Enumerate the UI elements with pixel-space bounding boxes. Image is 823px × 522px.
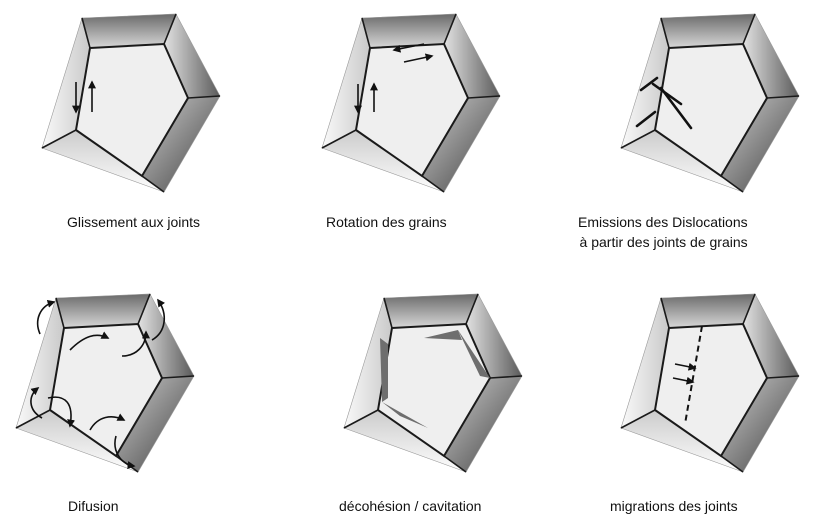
edge-top-left <box>660 17 670 49</box>
curved-arrow <box>30 386 43 419</box>
edge-top-left <box>660 297 670 329</box>
caption-glissement: Glissement aux joints <box>67 213 200 231</box>
panel-rotation <box>321 13 501 193</box>
grain-face <box>74 42 190 178</box>
cavity <box>380 338 388 402</box>
top-bevel <box>55 293 151 329</box>
caption-line: migrations des joints <box>610 498 738 514</box>
caption-emissions: Emissions des Dislocations à partir des … <box>578 213 748 251</box>
edge-right <box>489 375 523 379</box>
edge-right <box>766 95 800 99</box>
caption-decohesion: décohésion / cavitation <box>339 497 481 515</box>
migration-marks <box>672 325 703 425</box>
cavities <box>380 330 490 428</box>
edge-top-right <box>137 293 151 325</box>
caption-line: à partir des joints de grains <box>579 234 748 250</box>
curved-arrow <box>151 298 165 341</box>
grain-pentagon <box>620 13 800 193</box>
edge-top-left <box>81 17 91 49</box>
grain-face <box>653 42 769 178</box>
dislocation-line <box>635 110 657 128</box>
grain-face <box>376 322 492 458</box>
arrow-right <box>403 53 434 63</box>
curved-arrow <box>36 299 56 335</box>
top-bevel <box>361 13 457 49</box>
curved-arrow <box>89 413 126 431</box>
curved-arrow <box>69 331 110 351</box>
curved-arrow <box>47 396 76 428</box>
edge-top-right <box>742 13 756 45</box>
edge-top-right <box>465 293 479 325</box>
top-bevel <box>81 13 177 49</box>
grain-pentagon <box>41 13 221 193</box>
edge-top-right <box>742 293 756 325</box>
edge-bottom <box>720 175 744 193</box>
edge-left <box>620 129 656 149</box>
dislocation-line <box>659 86 693 130</box>
top-bevel <box>660 13 756 49</box>
edge-top-left <box>55 297 65 329</box>
edge-right <box>187 95 221 99</box>
caption-migrations: migrations des joints <box>610 497 738 515</box>
edge-right <box>467 95 501 99</box>
panel-decohesion <box>343 293 523 473</box>
arrow-left <box>392 43 425 53</box>
cavity <box>382 402 428 428</box>
edge-left <box>41 129 77 149</box>
curved-arrow <box>121 330 150 357</box>
edge-left <box>15 409 51 429</box>
edge-bottom <box>141 175 165 193</box>
grain-face <box>48 322 164 458</box>
grain-pentagon <box>620 293 800 473</box>
arrow-right <box>672 376 695 385</box>
panel-migrations <box>620 293 800 473</box>
edge-left <box>620 409 656 429</box>
top-bevel <box>660 293 756 329</box>
diffusion-arrows <box>30 298 165 470</box>
panel-diffusion <box>15 293 195 473</box>
panel-emissions <box>620 13 800 193</box>
rotation-arrows <box>354 43 434 114</box>
dashed-boundary <box>684 325 703 425</box>
grain-pentagon <box>15 293 195 473</box>
caption-line: Emissions des Dislocations <box>578 214 748 230</box>
cavity <box>458 330 490 378</box>
grain-face <box>354 42 470 178</box>
caption-rotation: Rotation des grains <box>326 213 447 231</box>
sliding-arrows <box>72 80 96 114</box>
edge-bottom <box>443 455 467 473</box>
edge-right <box>161 375 195 379</box>
dislocation-lines <box>635 76 693 130</box>
dislocation-line <box>639 76 659 92</box>
curved-arrow <box>114 435 136 470</box>
caption-line: Glissement aux joints <box>67 214 201 230</box>
caption-line: décohésion / cavitation <box>339 498 482 514</box>
cavity <box>424 330 462 340</box>
edge-top-left <box>361 17 371 49</box>
grain-pentagon <box>343 293 523 473</box>
top-bevel <box>383 293 479 329</box>
edge-top-left <box>383 297 393 329</box>
edge-right <box>766 375 800 379</box>
edge-top-right <box>163 13 177 45</box>
edge-top-right <box>443 13 457 45</box>
edge-bottom <box>720 455 744 473</box>
edge-left <box>321 129 357 149</box>
arrow-right <box>674 362 697 371</box>
caption-line: Difusion <box>68 498 119 514</box>
caption-diffusion: Difusion <box>68 497 119 515</box>
grain-pentagon <box>321 13 501 193</box>
grain-face <box>653 322 769 458</box>
edge-left <box>343 409 379 429</box>
caption-line: Rotation des grains <box>326 214 447 230</box>
edge-bottom <box>421 175 445 193</box>
panel-glissement <box>41 13 221 193</box>
